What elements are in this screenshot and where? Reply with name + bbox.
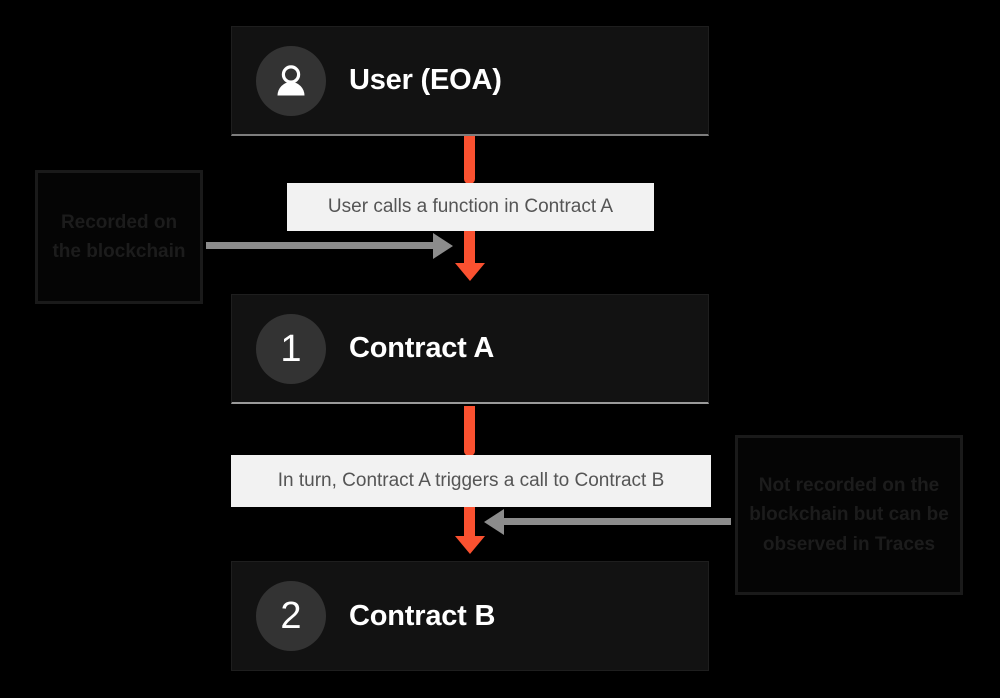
edge-a-to-b-arrowhead	[464, 507, 475, 537]
step-number-badge-1: 1	[256, 313, 326, 384]
node-user-eoa-label: User (EOA)	[349, 64, 502, 96]
edge-user-to-a-label: User calls a function in Contract A	[287, 183, 654, 231]
node-user-eoa[interactable]: User (EOA)	[231, 26, 709, 136]
edge-a-to-b-label: In turn, Contract A triggers a call to C…	[231, 455, 711, 507]
edge-user-to-a-arrowhead	[464, 231, 475, 264]
annotation-arrow-left	[206, 242, 434, 249]
annotation-recorded-on-blockchain: Recorded on the blockchain	[35, 170, 203, 304]
node-contract-b-label: Contract B	[349, 599, 496, 632]
step-number-badge-2: 2	[256, 581, 326, 651]
annotation-arrow-right	[503, 518, 731, 525]
user-icon	[256, 45, 326, 116]
edge-a-to-b-stem	[464, 406, 475, 456]
edge-user-to-a-stem	[464, 136, 475, 184]
annotation-not-recorded-traces: Not recorded on the blockchain but can b…	[735, 435, 963, 595]
node-contract-a[interactable]: 1 Contract A	[231, 294, 709, 404]
node-contract-b[interactable]: 2 Contract B	[231, 561, 709, 671]
node-contract-a-label: Contract A	[349, 332, 495, 364]
